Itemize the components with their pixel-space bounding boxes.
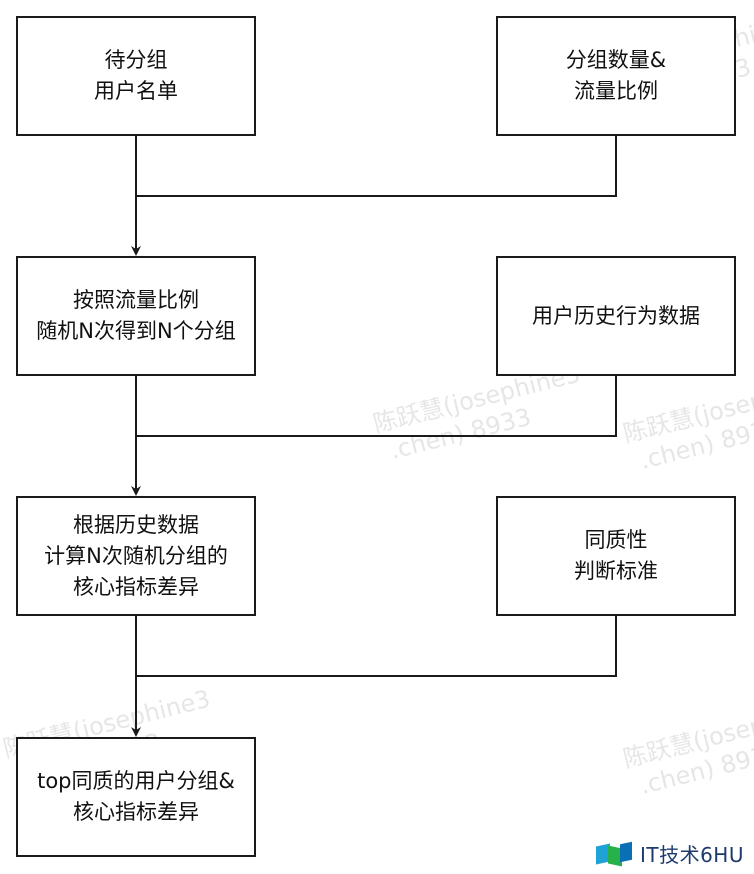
box-label: 按照流量比例: [72, 288, 199, 312]
box-homogeneity-criteria: 同质性 判断标准: [496, 496, 736, 616]
box-label: 随机N次得到N个分组: [36, 319, 236, 343]
box-label: 用户名单: [94, 79, 178, 103]
brand-text: IT技术6HU: [639, 843, 744, 867]
box-random-grouping: 按照流量比例 随机N次得到N个分组: [16, 256, 256, 376]
box-label: 同质性: [584, 528, 648, 552]
box-label: 分组数量&: [565, 48, 667, 72]
box-top-groups: top同质的用户分组& 核心指标差异: [16, 737, 256, 857]
box-label: 核心指标差异: [73, 574, 199, 599]
box-label: top同质的用户分组&: [37, 769, 235, 793]
connector-d-to-main: [136, 376, 617, 437]
box-user-list: 待分组 用户名单: [16, 16, 256, 136]
box-label: 判断标准: [574, 559, 658, 583]
box-label: 计算N次随机分组的: [44, 543, 228, 568]
box-history-data: 用户历史行为数据: [496, 256, 736, 376]
box-label: 用户历史行为数据: [532, 303, 700, 328]
box-metric-diff: 根据历史数据 计算N次随机分组的 核心指标差异: [16, 496, 256, 616]
connector-f-to-main: [136, 616, 617, 677]
brand-mark: IT技术6HU: [595, 839, 744, 868]
box-label: 流量比例: [573, 79, 658, 103]
box-label: 待分组: [104, 48, 168, 72]
brand-logo-icon: [595, 841, 634, 867]
connector-b-to-main: [136, 136, 617, 197]
box-group-count-ratio: 分组数量& 流量比例: [496, 16, 736, 136]
box-label: 核心指标差异: [72, 800, 199, 824]
box-label: 根据历史数据: [73, 512, 199, 537]
